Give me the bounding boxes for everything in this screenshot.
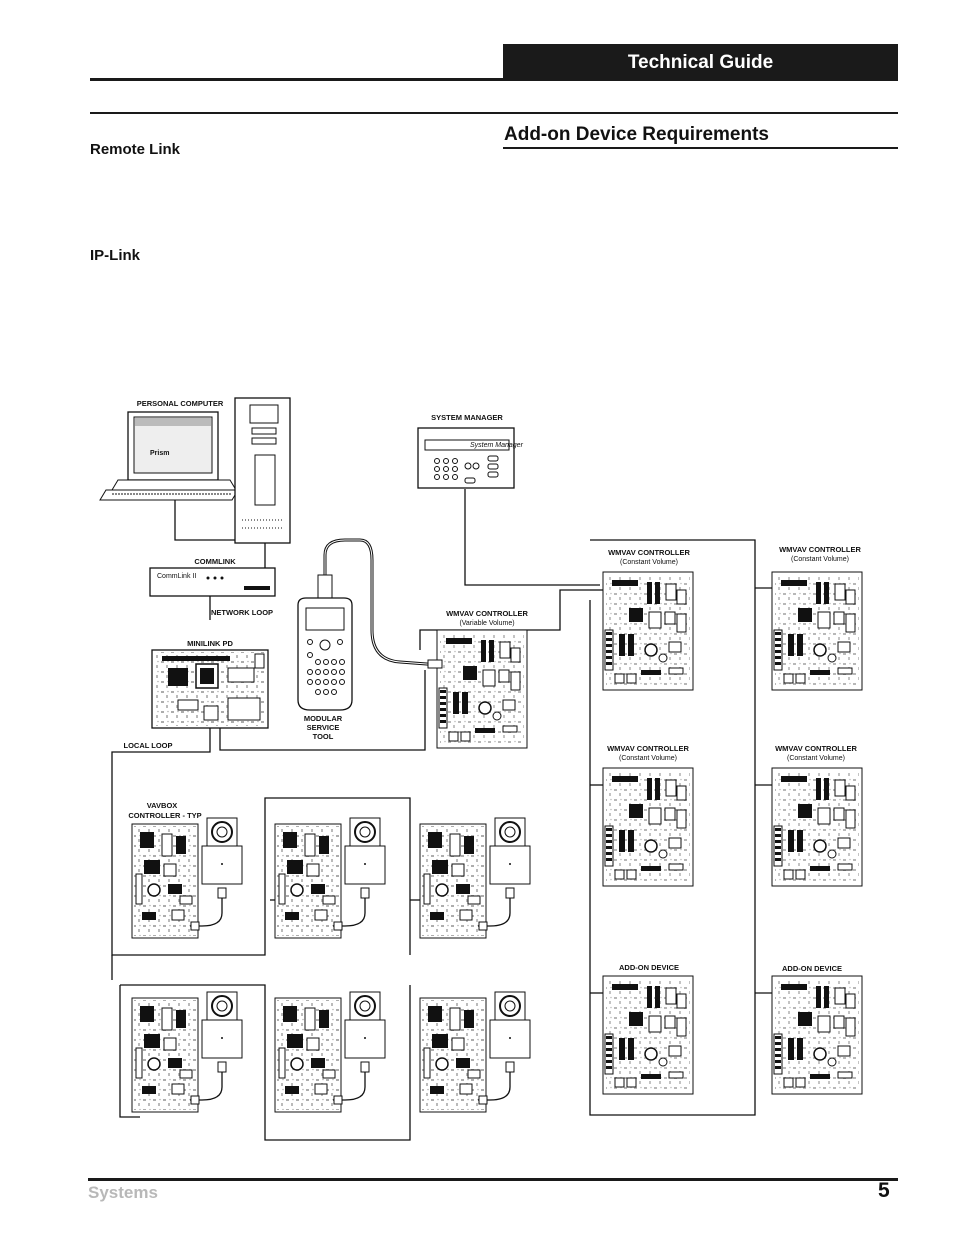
svg-text:Prism: Prism xyxy=(150,450,169,457)
label-service-tool-2: SERVICE xyxy=(307,723,340,732)
footer-rule xyxy=(88,1178,898,1181)
vavbox-controller-5 xyxy=(274,991,386,1113)
label-wmvav-constant-1a: WMVAV CONTROLLER xyxy=(608,548,690,557)
personal-computer: Prism xyxy=(99,397,291,544)
vavbox-controller-6 xyxy=(419,991,531,1113)
label-local-loop: LOCAL LOOP xyxy=(123,741,172,750)
heading-ip-link: IP-Link xyxy=(90,247,141,264)
label-wmvav-variable-2: (Variable Volume) xyxy=(459,620,514,627)
section-title-rule xyxy=(503,147,898,149)
footer-section-name: Systems xyxy=(88,1183,158,1202)
commlink: CommLink II xyxy=(149,567,276,597)
wmvav-constant-board-3 xyxy=(771,571,863,691)
label-wmvav-variable-1: WMVAV CONTROLLER xyxy=(446,609,528,618)
label-add-on-device-1: ADD-ON DEVICE xyxy=(619,963,679,972)
modular-service-tool xyxy=(297,574,353,711)
label-vavbox-2: CONTROLLER - TYP xyxy=(128,811,201,820)
label-wmvav-constant-1b: (Constant Volume) xyxy=(620,559,678,566)
page-number: 5 xyxy=(878,1179,890,1202)
add-on-device-board-1 xyxy=(602,975,694,1095)
vavbox-controller-1 xyxy=(131,817,243,939)
label-wmvav-constant-3b: (Constant Volume) xyxy=(791,556,849,563)
svg-text:CommLink II: CommLink II xyxy=(157,573,196,580)
vavbox-controller-4 xyxy=(131,991,243,1113)
wmvav-constant-board-4 xyxy=(771,767,863,887)
minilink-pd xyxy=(151,649,269,729)
label-wmvav-constant-3a: WMVAV CONTROLLER xyxy=(779,545,861,554)
section-title: Add-on Device Requirements xyxy=(504,124,769,145)
label-network-loop: NETWORK LOOP xyxy=(211,608,273,617)
guide-title: Technical Guide xyxy=(627,52,774,73)
label-add-on-device-2: ADD-ON DEVICE xyxy=(782,964,842,973)
label-wmvav-constant-4b: (Constant Volume) xyxy=(787,755,845,762)
label-wmvav-constant-2b: (Constant Volume) xyxy=(619,755,677,762)
wmvav-constant-board-2 xyxy=(602,767,694,887)
network-diagram: Prism PERSONAL COMPUTER System Manager S… xyxy=(99,397,863,1141)
label-service-tool-3: TOOL xyxy=(313,732,334,741)
label-vavbox-1: VAVBOX xyxy=(147,801,178,810)
label-wmvav-constant-4a: WMVAV CONTROLLER xyxy=(775,744,857,753)
add-on-device-board-2 xyxy=(771,975,863,1095)
heading-remote-link: Remote Link xyxy=(90,141,181,158)
svg-text:System Manager: System Manager xyxy=(470,442,524,449)
top-content-rule xyxy=(90,112,898,114)
vavbox-controller-3 xyxy=(419,817,531,939)
wmvav-variable-board xyxy=(436,629,528,749)
label-wmvav-constant-2a: WMVAV CONTROLLER xyxy=(607,744,689,753)
header-rule xyxy=(90,78,898,81)
service-tool-connector xyxy=(427,659,443,669)
guide-title-box: Technical Guide xyxy=(503,44,898,81)
system-manager: System Manager xyxy=(417,427,524,489)
label-service-tool-1: MODULAR xyxy=(304,714,343,723)
label-system-manager: SYSTEM MANAGER xyxy=(431,413,503,422)
wmvav-constant-board-1 xyxy=(602,571,694,691)
label-commlink: COMMLINK xyxy=(194,557,236,566)
label-personal-computer: PERSONAL COMPUTER xyxy=(137,399,224,408)
label-minilink-pd: MINILINK PD xyxy=(187,639,233,648)
vavbox-controller-2 xyxy=(274,817,386,939)
